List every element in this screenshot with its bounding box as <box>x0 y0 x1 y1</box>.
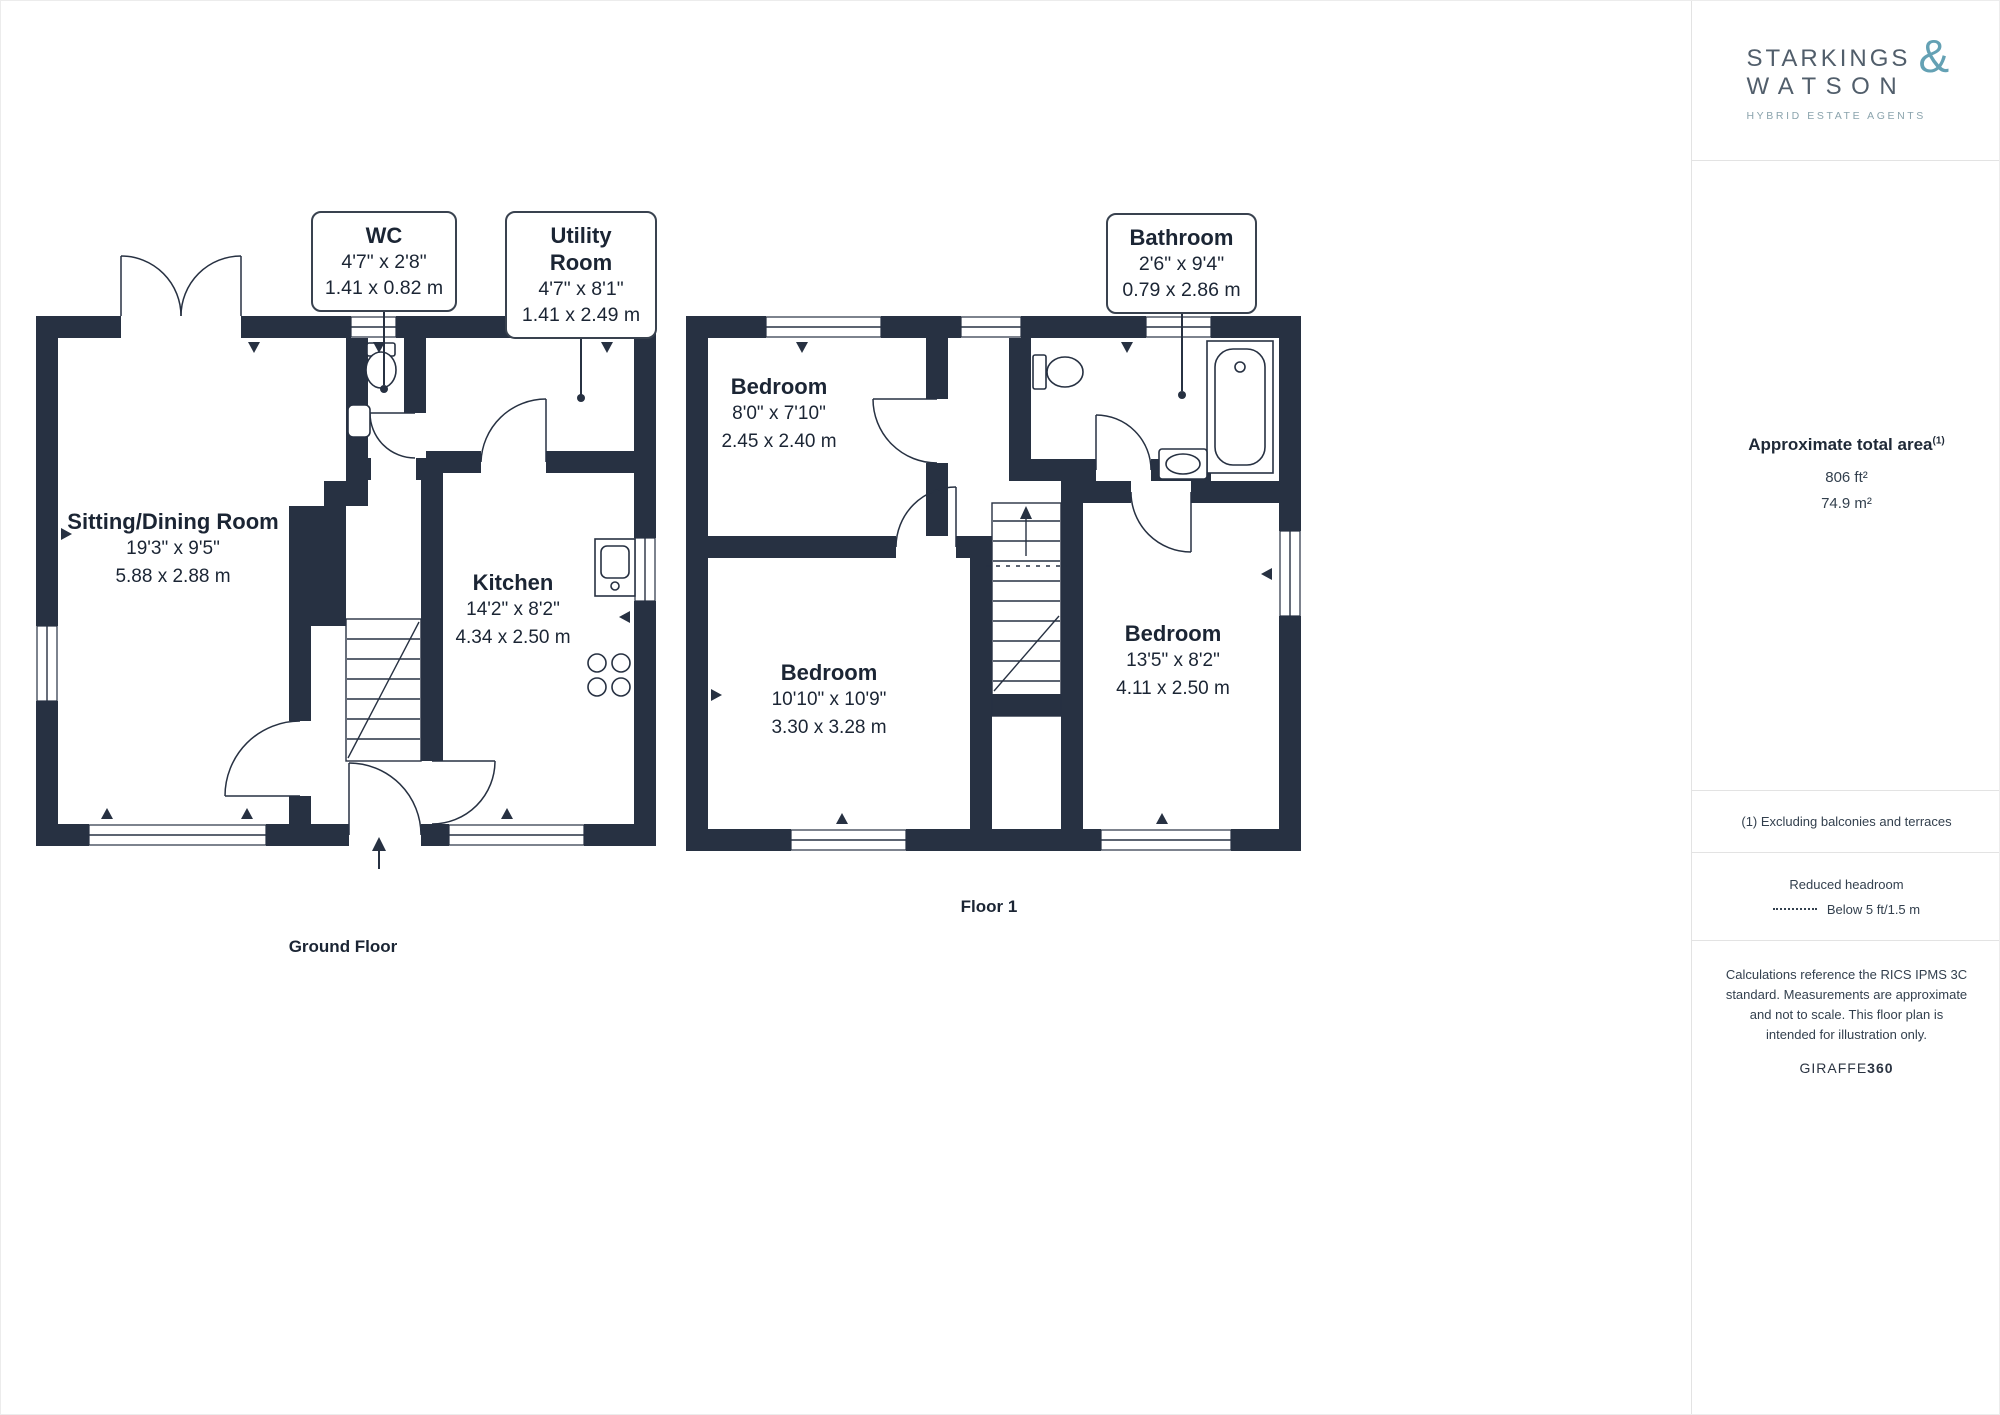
room-dims-imperial: 8'0" x 7'10" <box>732 403 826 424</box>
room-dims-imperial: 19'3" x 9'5" <box>126 538 220 559</box>
callout-dot-bathroom <box>1178 391 1186 399</box>
logo-word-2: WATSON <box>1746 73 1907 100</box>
callout-pointer-utility <box>580 301 582 395</box>
disclaimer-text: Calculations reference the RICS IPMS 3C … <box>1725 967 1968 1043</box>
room-name: Bedroom <box>730 374 828 399</box>
plan-area: Sitting/Dining Room 19'3" x 9'5" 5.88 x … <box>1 1 1691 1414</box>
callout-name: Bathroom <box>1129 225 1234 250</box>
kitchen-sink-icon <box>594 538 636 597</box>
room-label-bedroom-2: Bedroom 10'10" x 10'9" 3.30 x 3.28 m <box>771 659 886 742</box>
callout-dims-imperial: 4'7" x 2'8" <box>341 251 427 273</box>
callout-dims-metric: 1.41 x 2.49 m <box>521 304 641 326</box>
stairs-icon <box>991 502 1062 717</box>
first-floor-label: Floor 1 <box>960 897 1018 916</box>
legend-row: Below 5 ft/1.5 m <box>1772 901 1921 917</box>
footnote-text: (1) Excluding balconies and terraces <box>1741 814 1952 829</box>
callout-dims-metric: 0.79 x 2.86 m <box>1122 279 1241 301</box>
callout-name: Utility Room <box>549 223 613 275</box>
watermark-name: GIRAFFE <box>1799 1059 1868 1076</box>
total-area-title: Approximate total area(1) <box>1748 435 1944 455</box>
info-sidebar: STARKINGS WATSON & HYBRID ESTATE AGENTS … <box>1691 1 1999 1414</box>
total-area-metric: 74.9 m² <box>1821 494 1872 512</box>
callout-dot-utility <box>577 394 585 402</box>
camera-direction-markers <box>61 342 630 819</box>
room-dims-imperial: 10'10" x 10'9" <box>771 689 887 710</box>
sink-icon <box>1158 448 1208 480</box>
stove-icon <box>587 653 631 697</box>
room-label-bedroom-3: Bedroom 13'5" x 8'2" 4.11 x 2.50 m <box>1116 620 1230 703</box>
doors <box>872 398 1192 553</box>
windows <box>765 316 1301 851</box>
room-dims-metric: 5.88 x 2.88 m <box>115 566 231 587</box>
callout-pointer-bathroom <box>1181 303 1183 391</box>
walls <box>36 316 656 846</box>
legend-title: Reduced headroom <box>1789 876 1904 892</box>
callout-pointer-wc <box>383 301 385 385</box>
legend-label: Below 5 ft/1.5 m <box>1826 901 1921 917</box>
callout-name: WC <box>365 223 403 248</box>
bathtub-icon <box>1206 340 1274 474</box>
callout-dot-wc <box>380 385 388 393</box>
toilet-icon <box>1032 354 1084 390</box>
watermark-suffix: 360 <box>1867 1059 1894 1076</box>
entrance-arrow-icon <box>372 837 386 869</box>
room-name: Sitting/Dining Room <box>67 509 279 534</box>
dotted-line-icon <box>1772 908 1817 910</box>
total-area-imperial: 806 ft² <box>1825 468 1868 486</box>
callout-utility-room: Utility Room 4'7" x 8'1" 1.41 x 2.49 m <box>505 211 657 339</box>
room-name: Bedroom <box>780 660 878 685</box>
room-name: Bedroom <box>1124 621 1222 646</box>
room-dims-metric: 4.34 x 2.50 m <box>455 627 571 648</box>
logo-ampersand-icon: & <box>1918 30 1950 82</box>
disclaimer-section: Calculations reference the RICS IPMS 3C … <box>1692 941 1999 1076</box>
toilet-icon <box>365 342 397 389</box>
room-dims-imperial: 14'2" x 8'2" <box>466 599 560 620</box>
callout-dims-imperial: 4'7" x 8'1" <box>538 278 624 300</box>
room-name: Kitchen <box>472 570 554 595</box>
floor-plan-drawing <box>36 255 1301 869</box>
footnote-section: (1) Excluding balconies and terraces <box>1692 791 1999 853</box>
agency-logo-section: STARKINGS WATSON & HYBRID ESTATE AGENTS <box>1692 1 1999 161</box>
total-area-title-text: Approximate total area <box>1748 434 1933 454</box>
room-dims-metric: 4.11 x 2.50 m <box>1116 678 1230 699</box>
room-dims-metric: 2.45 x 2.40 m <box>721 431 837 452</box>
callout-dims-metric: 1.41 x 0.82 m <box>324 277 444 299</box>
room-dims-imperial: 13'5" x 8'2" <box>1126 650 1220 671</box>
doors <box>120 255 547 836</box>
callout-wc: WC 4'7" x 2'8" 1.41 x 0.82 m <box>311 211 457 312</box>
callout-dims-imperial: 2'6" x 9'4" <box>1138 253 1225 275</box>
first-floor-plan <box>686 316 1301 851</box>
camera-direction-markers <box>711 342 1272 824</box>
sink-icon <box>347 404 371 438</box>
room-label-bedroom-1: Bedroom 8'0" x 7'10" 2.45 x 2.40 m <box>721 373 836 456</box>
ground-floor-label: Ground Floor <box>288 937 398 956</box>
callout-bathroom: Bathroom 2'6" x 9'4" 0.79 x 2.86 m <box>1106 213 1257 314</box>
logo-word-1: STARKINGS <box>1746 45 1911 72</box>
giraffe360-watermark: GIRAFFE360 <box>1692 1059 1999 1076</box>
agency-logo: STARKINGS WATSON & HYBRID ESTATE AGENTS <box>1746 1 1950 122</box>
logo-tagline: HYBRID ESTATE AGENTS <box>1746 110 1926 122</box>
total-area-section: Approximate total area(1) 806 ft² 74.9 m… <box>1692 161 1999 791</box>
legend-section: Reduced headroom Below 5 ft/1.5 m <box>1692 853 1999 941</box>
walls <box>686 316 1301 851</box>
room-label-sitting-dining: Sitting/Dining Room 19'3" x 9'5" 5.88 x … <box>67 508 278 591</box>
stairs-icon <box>345 618 422 762</box>
room-label-kitchen: Kitchen 14'2" x 8'2" 4.34 x 2.50 m <box>455 569 570 652</box>
room-dims-metric: 3.30 x 3.28 m <box>771 717 887 738</box>
footnote-reference: (1) <box>1932 434 1945 446</box>
